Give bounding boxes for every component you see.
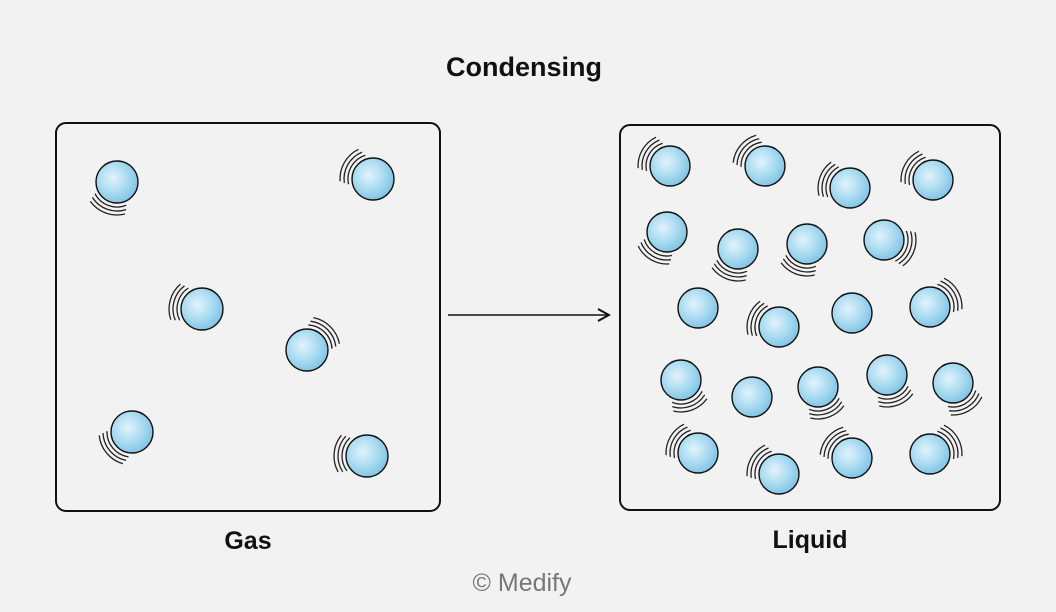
motion-lines-icon — [937, 277, 963, 313]
particle — [831, 292, 873, 334]
motion-lines-icon — [98, 431, 129, 465]
particle-icon — [912, 159, 954, 201]
motion-lines-icon — [308, 316, 341, 349]
particle-icon — [758, 453, 800, 495]
particle-icon — [932, 362, 974, 404]
particle — [731, 376, 773, 418]
particle-icon — [345, 434, 389, 478]
particle-icon — [110, 410, 154, 454]
particle-icon — [831, 437, 873, 479]
motion-lines-icon — [819, 426, 849, 459]
particle — [732, 134, 786, 187]
particle-icon — [758, 306, 800, 348]
particle — [866, 354, 914, 408]
credit-text: © Medify — [473, 569, 572, 597]
particle-icon — [180, 287, 224, 331]
particle — [780, 223, 828, 277]
motion-lines-icon — [746, 444, 772, 480]
gas-container — [55, 122, 441, 512]
particle — [89, 160, 139, 216]
motion-lines-icon — [637, 239, 673, 265]
particle-icon — [717, 228, 759, 270]
liquid-container — [619, 124, 1001, 511]
particle — [909, 277, 963, 328]
motion-lines-icon — [808, 397, 845, 420]
particle — [339, 148, 395, 201]
particle-icon — [831, 292, 873, 334]
liquid-particles — [637, 134, 983, 495]
particle — [168, 283, 224, 331]
liquid-label: Liquid — [773, 526, 848, 554]
motion-lines-icon — [780, 254, 817, 277]
motion-lines-icon — [817, 161, 840, 198]
motion-lines-icon — [671, 390, 708, 413]
particle-icon — [866, 354, 908, 396]
particle — [817, 161, 871, 209]
motion-lines-icon — [746, 300, 769, 337]
particle-icon — [829, 167, 871, 209]
particle — [711, 228, 759, 282]
particle — [333, 434, 389, 478]
particle-icon — [351, 157, 395, 201]
particle — [637, 211, 688, 265]
particle-icon — [95, 160, 139, 204]
particle — [637, 136, 691, 187]
particle-icon — [786, 223, 828, 265]
particle — [665, 423, 719, 474]
motion-lines-icon — [637, 136, 663, 172]
particle — [909, 424, 963, 475]
motion-lines-icon — [339, 148, 366, 185]
particle-icon — [744, 145, 786, 187]
particle — [863, 219, 917, 267]
gas-particles — [89, 148, 395, 478]
particle — [932, 362, 983, 416]
particle-icon — [909, 286, 951, 328]
motion-lines-icon — [877, 385, 914, 408]
particle — [677, 287, 719, 329]
particle-icon — [863, 219, 905, 261]
particle — [819, 426, 873, 479]
particle-icon — [660, 359, 702, 401]
particle-icon — [677, 432, 719, 474]
particle — [285, 316, 341, 372]
diagram-title: Condensing — [446, 52, 602, 82]
motion-lines-icon — [894, 230, 917, 267]
particle — [900, 150, 954, 201]
particle — [797, 366, 845, 420]
motion-lines-icon — [900, 150, 926, 186]
particle-icon — [677, 287, 719, 329]
particle-icon — [649, 145, 691, 187]
motion-lines-icon — [937, 424, 963, 460]
motion-lines-icon — [89, 193, 127, 216]
particle-icon — [646, 211, 688, 253]
motion-lines-icon — [711, 259, 748, 282]
particle-icon — [285, 328, 329, 372]
motion-lines-icon — [168, 283, 189, 321]
motion-lines-icon — [665, 423, 691, 459]
particle-icon — [797, 366, 839, 408]
motion-lines-icon — [947, 390, 983, 416]
particle — [98, 410, 154, 465]
particle — [746, 444, 800, 495]
particle-icon — [909, 433, 951, 475]
motion-lines-icon — [333, 434, 351, 473]
motion-lines-icon — [732, 134, 762, 167]
particle — [660, 359, 708, 413]
particle — [746, 300, 800, 348]
particle-icon — [731, 376, 773, 418]
gas-label: Gas — [224, 527, 271, 555]
